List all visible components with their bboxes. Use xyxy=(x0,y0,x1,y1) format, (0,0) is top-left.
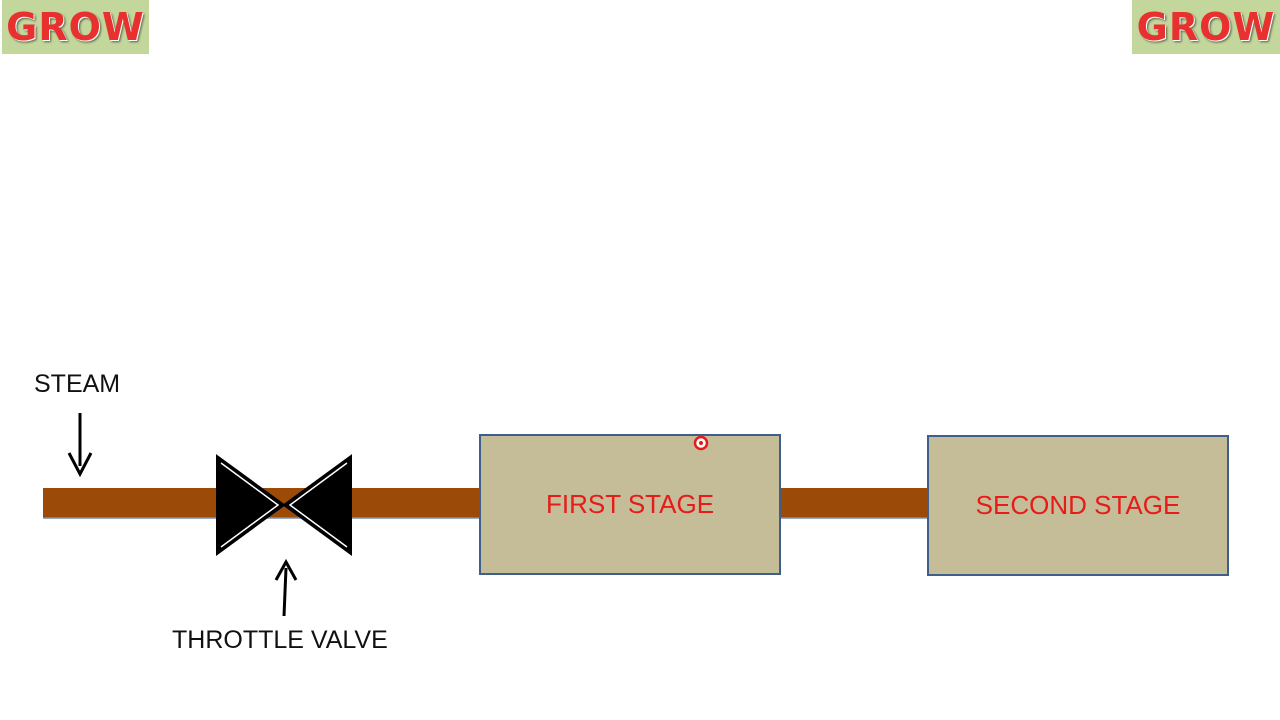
grow-logo-left-text: GROW xyxy=(6,5,145,49)
second-stage-label: SECOND STAGE xyxy=(975,490,1181,520)
grow-logo-left: GROW xyxy=(2,0,149,54)
steam-arrow-icon xyxy=(67,413,93,478)
first-stage-box: FIRST STAGE xyxy=(479,434,781,575)
throttle-arrow-icon xyxy=(274,558,298,617)
throttle-valve-icon xyxy=(216,454,352,556)
throttle-valve-label: THROTTLE VALVE xyxy=(172,626,388,654)
first-stage-label: FIRST STAGE xyxy=(545,489,715,519)
grow-logo-right: GROW xyxy=(1132,0,1280,54)
pipe-between-stages xyxy=(779,488,929,519)
grow-logo-right-text: GROW xyxy=(1136,5,1276,49)
steam-label: STEAM xyxy=(34,370,121,398)
second-stage-box: SECOND STAGE xyxy=(927,435,1229,576)
